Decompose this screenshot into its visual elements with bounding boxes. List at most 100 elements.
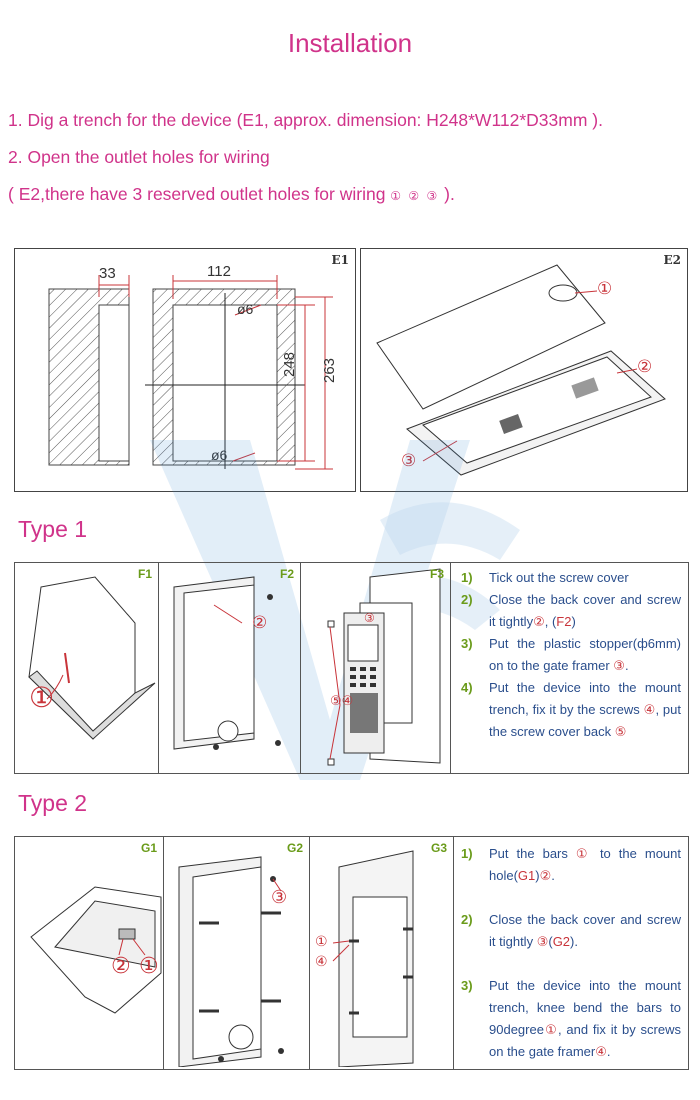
instruction-fragment: ) xyxy=(571,614,576,629)
step-2-detail-suffix: ). xyxy=(439,184,455,204)
instruction-item: 4)Put the device into the mount trench, … xyxy=(461,677,681,743)
instruction-reference: ③ xyxy=(613,658,625,673)
trench-dimension-drawing xyxy=(48,275,333,470)
instruction-number: 2) xyxy=(461,912,473,927)
type-2-heading: Type 2 xyxy=(18,790,88,816)
g3-callout-1: ① xyxy=(315,933,328,949)
f3-drawing xyxy=(327,568,441,766)
g1-tag: G1 xyxy=(140,841,157,855)
f2-tag: F2 xyxy=(279,567,294,581)
f3-callout-3: ③ xyxy=(364,611,375,625)
instruction-fragment: Put the device into the mount trench, fi… xyxy=(489,680,681,717)
g1-diagram: G1 ② ① xyxy=(15,837,164,1069)
g2-callout-3: ③ xyxy=(271,887,288,907)
height-263-label: 263 xyxy=(321,357,338,383)
diagram-e1-tag: E1 xyxy=(331,253,350,267)
instruction-text: Put the bars ① to the mount hole(G1)②. xyxy=(489,843,681,887)
instruction-fragment: ). xyxy=(570,934,578,949)
g1-callout-2: ② xyxy=(111,953,131,978)
e2-callout-3: ③ xyxy=(401,451,417,470)
instruction-reference: ④ xyxy=(643,702,656,717)
f3-callout-5-4: ⑤④ xyxy=(330,693,354,708)
instruction-number: 1) xyxy=(461,570,473,585)
instruction-item: 2) Close the back cover and screw it tigh… xyxy=(461,909,681,953)
type-1-panel: F1 ① F2 ② F3 xyxy=(14,562,689,774)
instruction-fragment: to the mount hole( xyxy=(489,846,681,883)
instruction-reference: ① xyxy=(543,1022,558,1037)
instruction-item: 1) Put the bars ① to the mount hole(G1)②. xyxy=(461,843,681,887)
instruction-reference: F2 xyxy=(556,614,572,629)
depth-dimension-label: 33 xyxy=(99,265,116,282)
instruction-fragment: ( xyxy=(548,934,553,949)
step-1-text: 1. Dig a trench for the device (E1, appr… xyxy=(8,110,603,130)
top-hole-dimension-label: ø6 xyxy=(237,301,254,317)
instruction-reference: G1 xyxy=(517,868,536,883)
instruction-number: 1) xyxy=(461,846,473,861)
f1-callout-1: ① xyxy=(29,681,55,714)
type-1-instructions: 1) Tick out the screw cover 2) Close the ba… xyxy=(461,567,681,743)
instruction-reference: ⑤ xyxy=(614,724,627,739)
type-1-heading: Type 1 xyxy=(18,516,88,542)
g2-diagram: G2 ③ xyxy=(163,837,310,1069)
instruction-item: 2) Close the back cover and screw it tigh… xyxy=(461,589,681,633)
g2-drawing xyxy=(178,856,284,1067)
instruction-fragment: Close the back cover and screw it tightl… xyxy=(489,592,681,629)
instruction-item: 3) Put the plastic stopper(ф6mm) on to th… xyxy=(461,633,681,677)
instruction-reference: ② xyxy=(539,868,552,883)
g3-tag: G3 xyxy=(430,841,447,855)
g3-callout-4: ④ xyxy=(315,953,328,969)
instruction-fragment: Put the bars xyxy=(489,846,576,861)
type-2-instructions: 1) Put the bars ① to the mount hole(G1)②.… xyxy=(461,843,681,1063)
instruction-fragment: . xyxy=(624,658,629,673)
instruction-fragment: ) xyxy=(535,868,540,883)
instruction-text: Put the device into the mount trench, kn… xyxy=(489,975,681,1063)
g1-callout-1: ① xyxy=(139,953,159,978)
instruction-fragment: , put the screw cover back xyxy=(489,702,681,739)
g3-diagram: G3 ① ④ xyxy=(309,837,454,1069)
width-dimension-label: 112 xyxy=(207,263,231,280)
instruction-reference: ③ xyxy=(536,934,549,949)
f3-diagram: F3 ③ ⑤④ xyxy=(300,563,451,773)
diagram-e2-tag: E2 xyxy=(663,253,682,267)
instruction-item: 3) Put the device into the mount trench, … xyxy=(461,975,681,1063)
instruction-number: 3) xyxy=(461,978,473,993)
instruction-fragment: . xyxy=(551,868,555,883)
diagram-e2: E2 ① ② ③ xyxy=(360,248,688,492)
step-2-text: 2. Open the outlet holes for wiring xyxy=(8,147,270,167)
f1-diagram: F1 ① xyxy=(15,563,159,773)
instruction-fragment: , ( xyxy=(544,614,557,629)
outlet-hole-numbers: ① ② ③ xyxy=(390,189,440,203)
e2-callout-2: ② xyxy=(637,357,653,376)
instruction-fragment: Tick out the screw cover xyxy=(489,570,629,585)
type-2-panel: G1 ② ① G2 ③ G3 xyxy=(14,836,689,1070)
instruction-fragment: Put the device into the mount trench, kn… xyxy=(489,978,681,1037)
e2-callout-1: ① xyxy=(597,279,613,298)
instruction-reference: ② xyxy=(533,614,545,629)
bottom-hole-dimension-label: ø6 xyxy=(211,447,228,463)
f2-callout-2: ② xyxy=(252,613,268,632)
instruction-item: 1) Tick out the screw cover xyxy=(461,567,681,589)
back-box-drawing xyxy=(376,264,666,476)
instruction-reference: ④ xyxy=(595,1044,607,1059)
f1-drawing xyxy=(28,576,156,740)
instruction-number: 3) xyxy=(461,636,473,651)
step-2-detail: ( E2,there have 3 reserved outlet holes … xyxy=(8,184,455,205)
instruction-fragment: , and fix it by screws on the gate frame… xyxy=(489,1022,681,1059)
instruction-number: 2) xyxy=(461,592,473,607)
f1-tag: F1 xyxy=(137,567,152,581)
instruction-reference: ① xyxy=(575,846,592,861)
instruction-text: Tick out the screw cover xyxy=(489,567,681,589)
instruction-fragment: Put the plastic stopper(ф6mm) on to the … xyxy=(489,636,681,673)
diagram-e1: E1 33 112 ø6 ø6 248 263 xyxy=(14,248,356,492)
f2-drawing xyxy=(173,576,281,750)
instruction-text: Put the plastic stopper(ф6mm) on to the … xyxy=(489,633,681,677)
instruction-fragment: . xyxy=(606,1044,611,1059)
page-title: Installation xyxy=(287,28,413,58)
g1-drawing xyxy=(30,886,162,1014)
instruction-fragment: Close the back cover and screw it tightl… xyxy=(489,912,681,949)
g2-tag: G2 xyxy=(286,841,303,855)
g3-drawing xyxy=(332,850,414,1067)
f3-tag: F3 xyxy=(429,567,444,581)
instruction-text: Close the back cover and screw it tightl… xyxy=(489,909,681,953)
instruction-reference: G2 xyxy=(552,934,571,949)
